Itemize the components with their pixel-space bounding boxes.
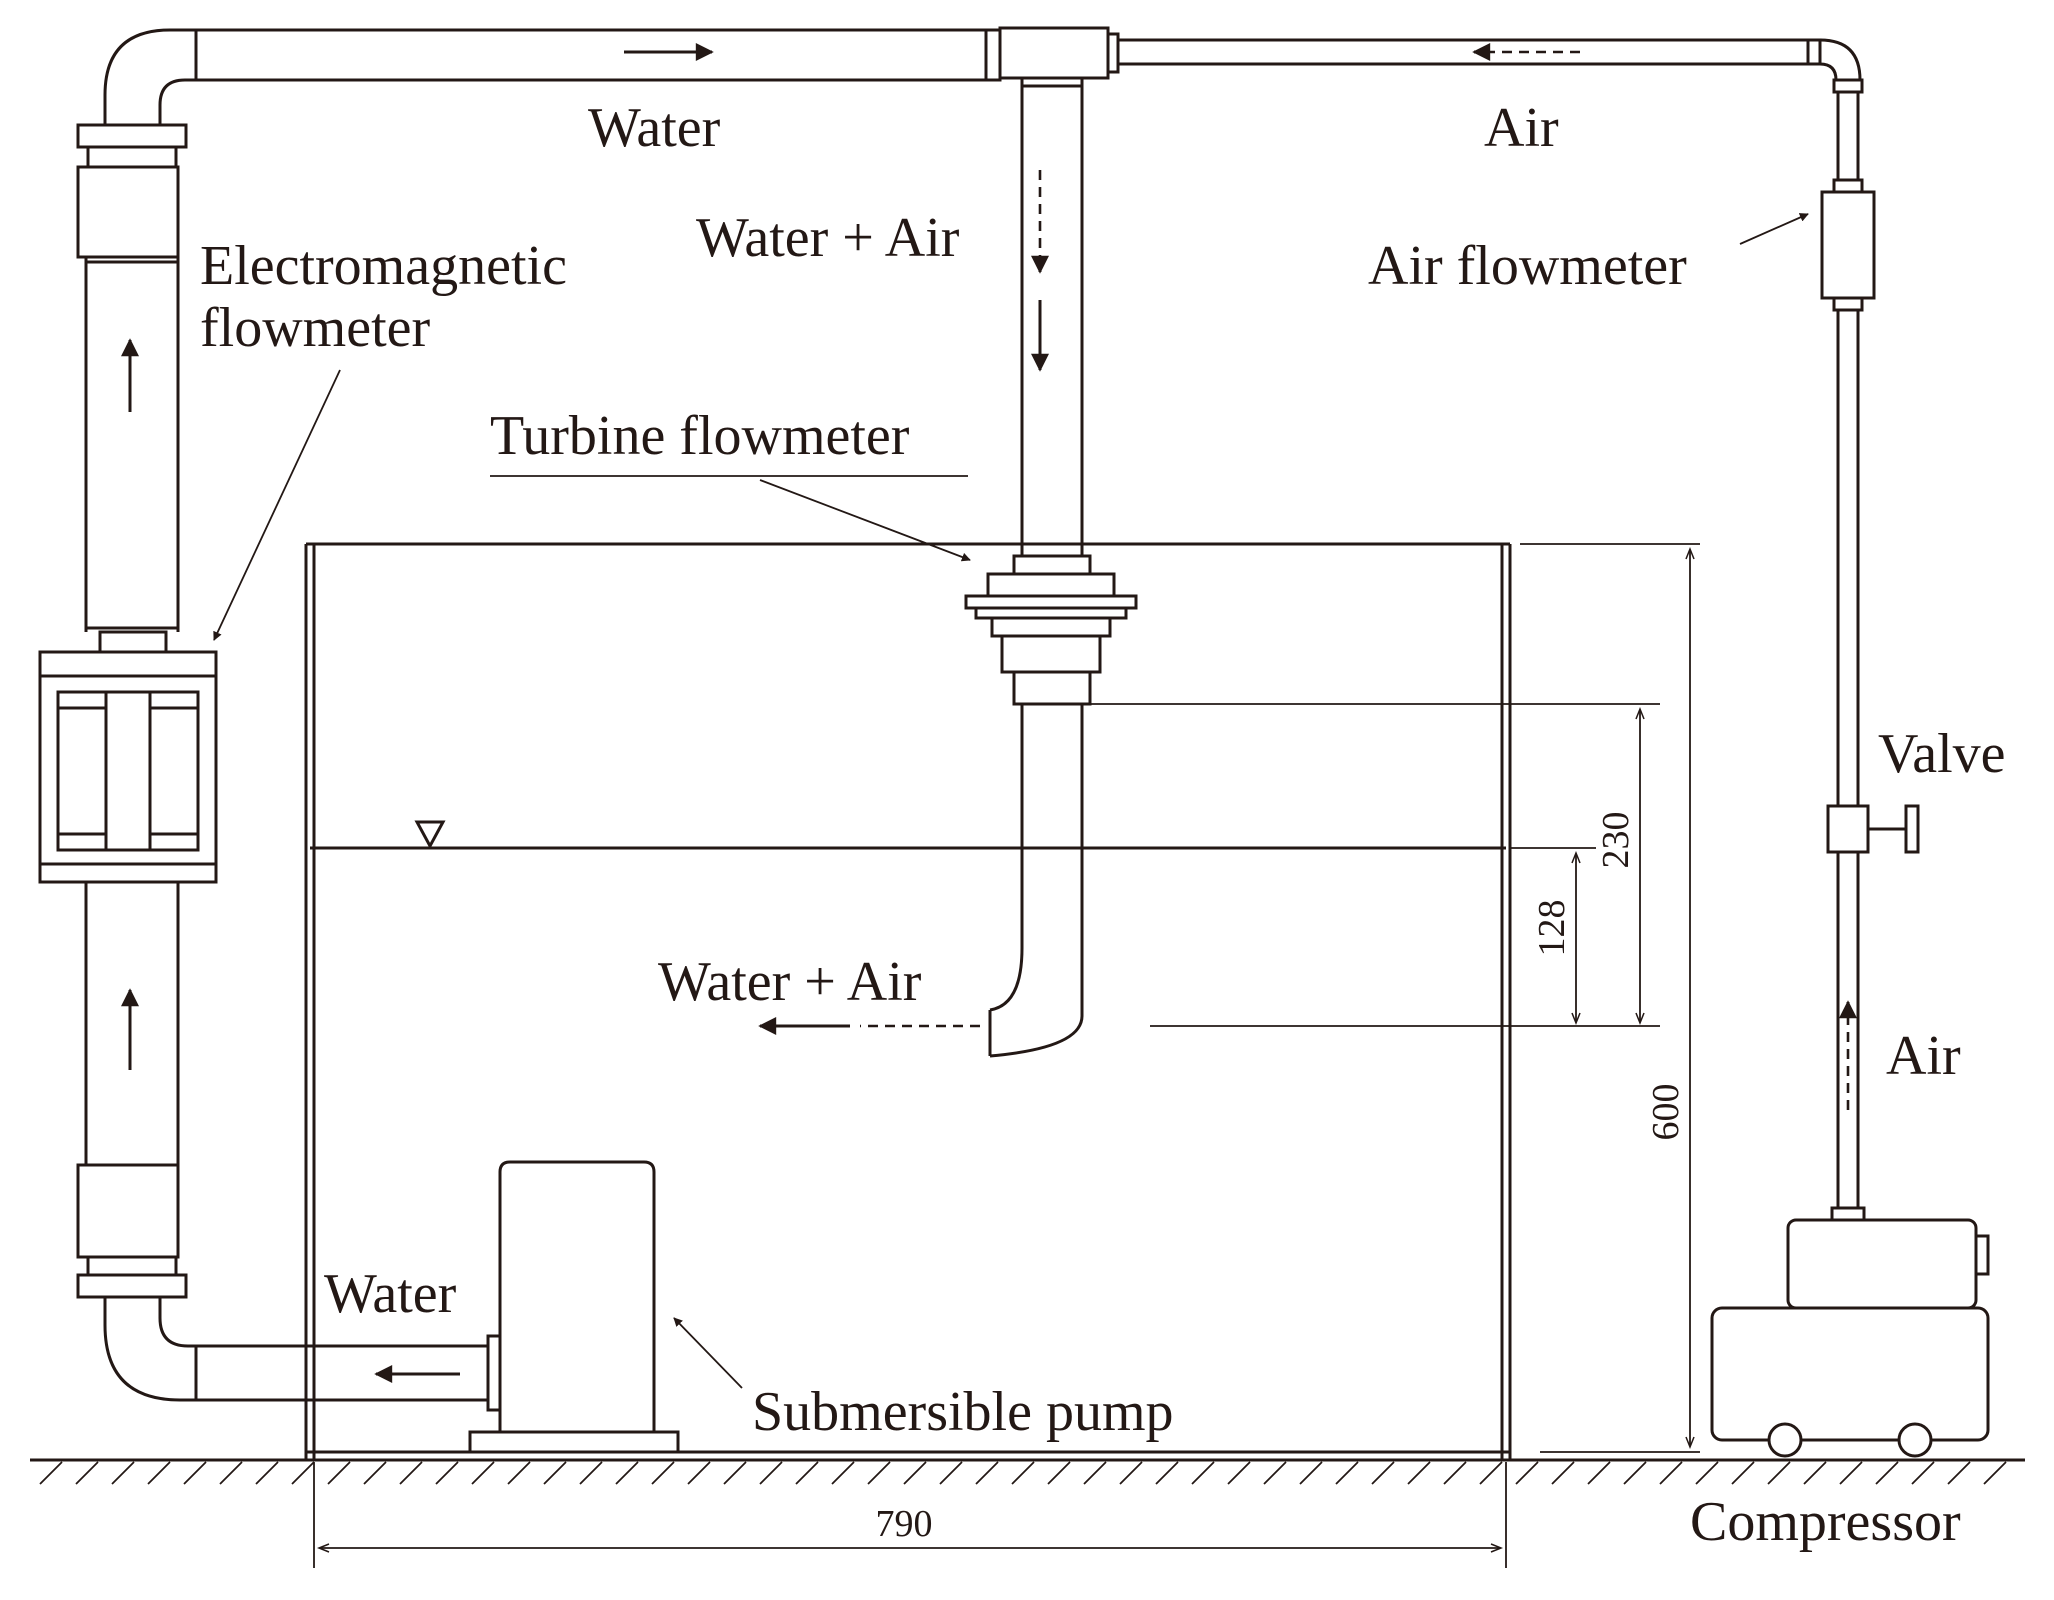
submersible-pump [468, 1160, 680, 1454]
ground-hatch-line [543, 1461, 567, 1485]
ground-hatch-line [399, 1461, 423, 1485]
ground-hatch-line [1731, 1461, 1755, 1485]
ground-hatch-line [75, 1461, 99, 1485]
dimension-lines [313, 543, 1700, 1568]
label-water-air-down: Water + Air [696, 207, 960, 269]
ground-hatch-line [1011, 1461, 1035, 1485]
ground-hatch-line [1839, 1461, 1863, 1485]
ground-hatch-line [687, 1461, 711, 1485]
ground-hatch-line [1443, 1461, 1467, 1485]
ground-hatch-line [1119, 1461, 1143, 1485]
dimension-128: 128 [1531, 900, 1573, 957]
ground-hatch-line [1227, 1461, 1251, 1485]
ground-hatch-line [435, 1461, 459, 1485]
ground-hatch-line [471, 1461, 495, 1485]
ground-hatch-line [1587, 1461, 1611, 1485]
ground-hatch-line [1659, 1461, 1683, 1485]
ground-hatch-line [1335, 1461, 1359, 1485]
label-water-bottom: Water [324, 1263, 457, 1325]
ground-hatch-line [795, 1461, 819, 1485]
ground-hatch-line [1191, 1461, 1215, 1485]
ground-hatch-line [759, 1461, 783, 1485]
ground-hatch-line [1767, 1461, 1791, 1485]
ground-hatch-line [651, 1461, 675, 1485]
ground-hatch-line [1479, 1461, 1503, 1485]
turbine-flowmeter-top [1012, 554, 1092, 576]
ground-hatch-line [219, 1461, 243, 1485]
ground-hatch-line [183, 1461, 207, 1485]
dimension-230: 230 [1595, 812, 1637, 869]
ground-hatch-line [1551, 1461, 1575, 1485]
label-electromagnetic-flowmeter: flowmeter [200, 297, 430, 359]
ground-hatch-line [363, 1461, 387, 1485]
lower-coupling [76, 1163, 180, 1259]
valve-handle [1904, 804, 1920, 854]
label-electromagnetic: Electromagnetic [200, 235, 567, 297]
turbine-flowmeter-body [1000, 634, 1102, 674]
ground-hatch-line [1263, 1461, 1287, 1485]
label-water-top: Water [588, 97, 721, 159]
ground-hatch-line [903, 1461, 927, 1485]
water-level-symbol [414, 820, 446, 850]
label-valve: Valve [1878, 723, 2006, 785]
ground-hatch-line [1875, 1461, 1899, 1485]
ground-hatch-line [39, 1461, 63, 1485]
ground-hatch-line [111, 1461, 135, 1485]
ground-hatch-line [831, 1461, 855, 1485]
ground-hatch-line [507, 1461, 531, 1485]
label-air-right: Air [1886, 1025, 1961, 1087]
ground-hatch-line [1047, 1461, 1071, 1485]
ground-hatch-line [1623, 1461, 1647, 1485]
top-water-pipe [194, 28, 1002, 82]
water-surface [310, 820, 1506, 850]
ground-hatch-line [939, 1461, 963, 1485]
valve-body [1826, 804, 1870, 854]
ground-hatch-line [147, 1461, 171, 1485]
ground-hatch-line [1947, 1461, 1971, 1485]
ground-hatch-line [327, 1461, 351, 1485]
ground [30, 1458, 2025, 1485]
label-air-top: Air [1484, 97, 1559, 159]
ground-hatch-line [579, 1461, 603, 1485]
ground-hatch-line [1155, 1461, 1179, 1485]
ground-hatch-line [1407, 1461, 1431, 1485]
ground-hatch-line [975, 1461, 999, 1485]
compressor [1710, 1218, 1990, 1458]
ground-hatch-line [255, 1461, 279, 1485]
label-water-air-out: Water + Air [658, 951, 922, 1013]
upper-coupling [76, 165, 180, 259]
ground-hatch-line [1515, 1461, 1539, 1485]
ground-hatch-line [867, 1461, 891, 1485]
ground-hatch-line [1299, 1461, 1323, 1485]
label-turbine-flowmeter: Turbine flowmeter [490, 405, 910, 467]
left-pipe [38, 28, 218, 1402]
label-compressor: Compressor [1690, 1491, 1961, 1553]
ground-hatch-line [1803, 1461, 1827, 1485]
tee-junction [998, 26, 1864, 94]
electromagnetic-flowmeter [38, 674, 218, 866]
ground-hatch-line [723, 1461, 747, 1485]
downcomer-pipe [964, 76, 1138, 1058]
ground-hatch-line [291, 1461, 315, 1485]
dimension-600: 600 [1645, 1084, 1687, 1141]
label-air-flowmeter: Air flowmeter [1368, 235, 1687, 297]
ground-hatch-line [1983, 1461, 2007, 1485]
ground-hatch-line [1083, 1461, 1107, 1485]
ground-hatch-line [615, 1461, 639, 1485]
leader-lines [213, 213, 1809, 1389]
pump-outlet-pipe [194, 1334, 502, 1412]
right-air-pipe [1820, 92, 1920, 1222]
label-submersible-pump: Submersible pump [752, 1381, 1174, 1443]
ground-hatch-line [1371, 1461, 1395, 1485]
ground-hatch-line [1911, 1461, 1935, 1485]
ground-hatch-line [1695, 1461, 1719, 1485]
air-flowmeter-body [1820, 190, 1876, 300]
dimension-790: 790 [876, 1503, 933, 1545]
